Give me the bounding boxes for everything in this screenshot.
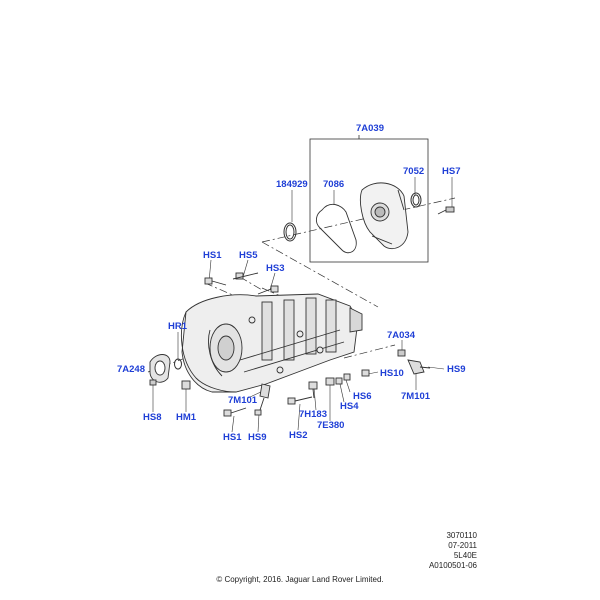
bolt-hs1-lower bbox=[223, 407, 247, 417]
callout-7052: 7052 bbox=[403, 166, 425, 177]
callout-hs2: HS2 bbox=[289, 430, 308, 441]
sensor-7M101-left bbox=[259, 383, 271, 411]
reference-model: 5L40E bbox=[453, 551, 477, 560]
callout-7e380: 7E380 bbox=[317, 420, 345, 431]
callout-7086: 7086 bbox=[323, 179, 345, 190]
cap-7A034 bbox=[397, 349, 406, 357]
copyright-notice: © Copyright, 2016. Jaguar Land Rover Lim… bbox=[216, 575, 384, 584]
reference-date: 07-2011 bbox=[448, 541, 477, 550]
callout-hs4: HS4 bbox=[340, 401, 359, 412]
plug-hs8 bbox=[149, 379, 157, 386]
callout-7A248: 7A248 bbox=[117, 364, 145, 375]
callout-7m101-left: 7M101 bbox=[228, 395, 258, 406]
callout-hs1-bottom: HS1 bbox=[223, 432, 242, 443]
callout-hs9-right: HS9 bbox=[447, 364, 466, 375]
gasket-7086 bbox=[315, 203, 357, 254]
sensor-7E380 bbox=[325, 377, 335, 386]
pump-body-7A039 bbox=[359, 182, 409, 250]
bolt-hs10 bbox=[361, 369, 370, 377]
bolt-hs2 bbox=[287, 396, 313, 405]
seal-7052 bbox=[410, 192, 422, 208]
callout-184929: 184929 bbox=[276, 179, 308, 190]
pump-assembly-box bbox=[309, 135, 429, 263]
plug-hm1 bbox=[181, 380, 191, 390]
callout-hs3: HS3 bbox=[266, 263, 285, 274]
callout-7m101-right: 7M101 bbox=[401, 391, 431, 402]
callout-hs8: HS8 bbox=[143, 412, 162, 423]
transmission-case bbox=[181, 293, 363, 393]
callout-hs5: HS5 bbox=[239, 250, 258, 261]
sensor-7M101-right bbox=[407, 359, 431, 375]
seal-7A248 bbox=[149, 354, 171, 383]
oring-hr1 bbox=[174, 358, 182, 370]
sensor-7H183 bbox=[308, 381, 318, 399]
callout-7A034: 7A034 bbox=[387, 330, 415, 341]
callout-hs7: HS7 bbox=[442, 166, 461, 177]
callout-hm1: HM1 bbox=[176, 412, 197, 423]
callout-hs9-bottom: HS9 bbox=[248, 432, 267, 443]
bolt-hs3 bbox=[257, 285, 279, 295]
o-ring-184929 bbox=[283, 222, 297, 242]
bolt-hs7 bbox=[437, 206, 455, 215]
callout-hs1-top: HS1 bbox=[203, 250, 222, 261]
bolt-hs6 bbox=[343, 373, 351, 381]
bolt-hs9-lower bbox=[254, 409, 262, 416]
callout-7A039: 7A039 bbox=[356, 123, 384, 134]
callout-7h183: 7H183 bbox=[299, 409, 327, 420]
reference-number: 3070110 bbox=[446, 531, 477, 540]
bolt-hs1-upper bbox=[204, 277, 227, 286]
bolt-hs5 bbox=[232, 272, 259, 280]
callout-hs10: HS10 bbox=[380, 368, 404, 379]
reference-illustration-id: A0100501-06 bbox=[428, 561, 477, 570]
reference-block: 3070110 07-2011 5L40E A0100501-06 bbox=[410, 531, 477, 571]
callout-hs6: HS6 bbox=[353, 391, 372, 402]
bolt-hs4 bbox=[335, 377, 343, 385]
callout-hr1: HR1 bbox=[168, 321, 188, 332]
